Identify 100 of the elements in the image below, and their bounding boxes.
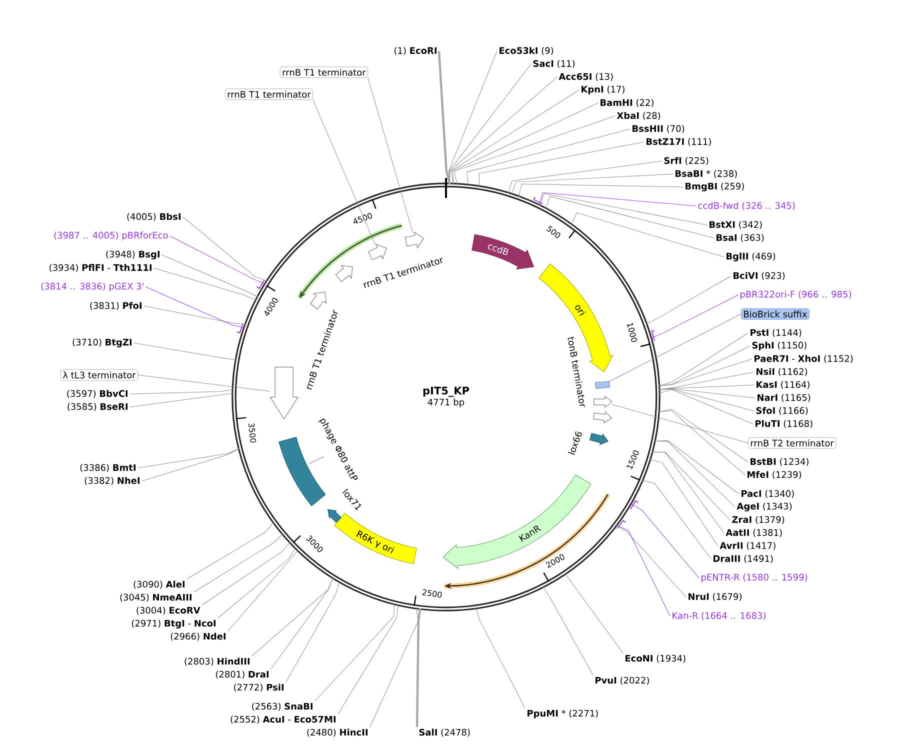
tick-label: 500 [546,226,560,238]
leader-line [218,547,296,618]
leader-line [651,452,730,520]
site-label: NsiI (1162) [756,368,808,376]
site-label: SalI (2478) [419,728,470,737]
leader-line [252,577,334,656]
callout-box: BioBrick suffix [741,308,810,320]
feature-block [594,396,612,408]
leader-line [478,142,644,188]
leader-line [452,102,598,185]
leader-line [154,268,257,301]
leader-line [130,389,234,394]
callout-box: rrnB T1 terminator [224,88,313,100]
tick-label: 1000 [627,322,638,342]
site-label: BmgBI (259) [686,182,744,192]
leader-line [642,480,712,560]
leader-line [630,503,700,578]
leader-line [654,440,736,508]
leader-line [228,550,298,632]
primer-label: (3814 .. 3836) pGEX 3' [41,282,144,292]
site-label: BamHI (22) [600,98,654,107]
site-label: (3004) EcoRV [136,606,200,615]
site-label: NruI (1679) [688,592,742,601]
leader-line [539,192,696,206]
leader-line [651,452,724,534]
leader-line [438,50,451,184]
primer-label: pBR322ori-F (966 .. 985) [740,290,852,300]
site-label: BciVI (923) [734,272,785,280]
site-label: (3710) BtgZI [72,338,132,348]
site-label: Eco53kI (9) [500,46,554,55]
site-label: (3090) AleI [134,580,184,589]
leader-line [564,573,624,654]
site-label: (3948) BsgI [106,250,160,260]
leader-line [194,534,284,592]
site-label: BstBI (1234) [750,458,808,466]
site-label: MfeI (1239) [748,470,802,480]
leader-line [134,342,237,360]
leader-line [616,524,670,616]
leader-line [466,128,630,186]
leader-line [518,184,684,198]
leader-line [186,522,274,580]
leader-line [182,216,268,282]
callout-box: rrnB T2 terminator [748,437,836,449]
site-label: (2563) SnaBI [252,702,312,711]
leader-line [570,212,724,258]
leader-line [612,404,748,444]
primer-label: (3987 .. 4005) pBRforEco [54,232,168,240]
highlight-track [444,493,610,590]
primer-label: ccdB-fwd (326 .. 345) [698,202,795,210]
leader-line [146,286,246,328]
leader-line [508,160,662,194]
site-label: AgeI (1343) [736,502,792,512]
primer-label: pENTR-R (1580 .. 1599) [702,574,808,582]
tick-label: 1500 [626,450,639,470]
leader-line [368,78,413,232]
site-label: PaeR7I - XhoI (1152) [754,354,853,364]
site-label: EcoNI (1934) [626,654,686,663]
site-label: (2480) HincII [307,728,368,737]
site-label: (4005) BbsI [127,212,180,222]
site-label: (3934) PflFI - Tth111I [50,264,152,272]
feature-label: lox66 [568,431,582,455]
site-label: Acc65I (13) [558,72,613,81]
leader-line [138,448,240,468]
site-label: (2803) HindIII [184,658,250,666]
site-label: PluTI (1168) [756,420,812,428]
feature-mark [595,381,610,389]
site-label: BsaI (363) [716,234,764,242]
leader-line [370,607,418,728]
leader-line [658,388,754,412]
site-label: (2971) BtgI - NcoI [132,620,216,628]
site-label: BssHII (70) [632,124,684,133]
leader-line [170,236,266,284]
site-label: (2772) PsiI [234,684,284,692]
site-label: SfoI (1166) [756,406,808,416]
callout-box: λ tL3 terminator [60,369,138,381]
site-label: SrfI (225) [664,156,708,165]
leader-line [314,603,395,702]
leader-line [475,607,526,708]
leader-line [286,581,340,682]
tick-label: 4500 [354,212,372,224]
site-label: PpuMI* (2271) [528,710,598,718]
site-label: BglII (469) [726,252,776,262]
site-label: BstZ17I (111) [646,138,711,146]
site-label: (3831) PfoI [90,302,142,310]
tick-label: 2500 [422,589,442,598]
site-label: BstXI (342) [710,220,762,229]
leader-line [609,314,742,382]
leader-line [658,408,748,462]
leader-line [448,50,498,184]
primer-label: Kan-R (1664 .. 1683) [672,612,766,620]
leader-line [202,542,291,606]
site-label: (2552) AcuI - Eco57MI [230,716,336,724]
site-label: NarI (1165) [758,394,810,402]
leader-line [142,448,240,482]
leader-line [658,389,754,424]
site-label: AatII (1381) [726,528,782,537]
feature-block: ccdB [472,234,534,270]
leader-line [542,586,594,676]
feature-bar: R6K γ ori [334,512,417,564]
leader-line [130,393,234,408]
